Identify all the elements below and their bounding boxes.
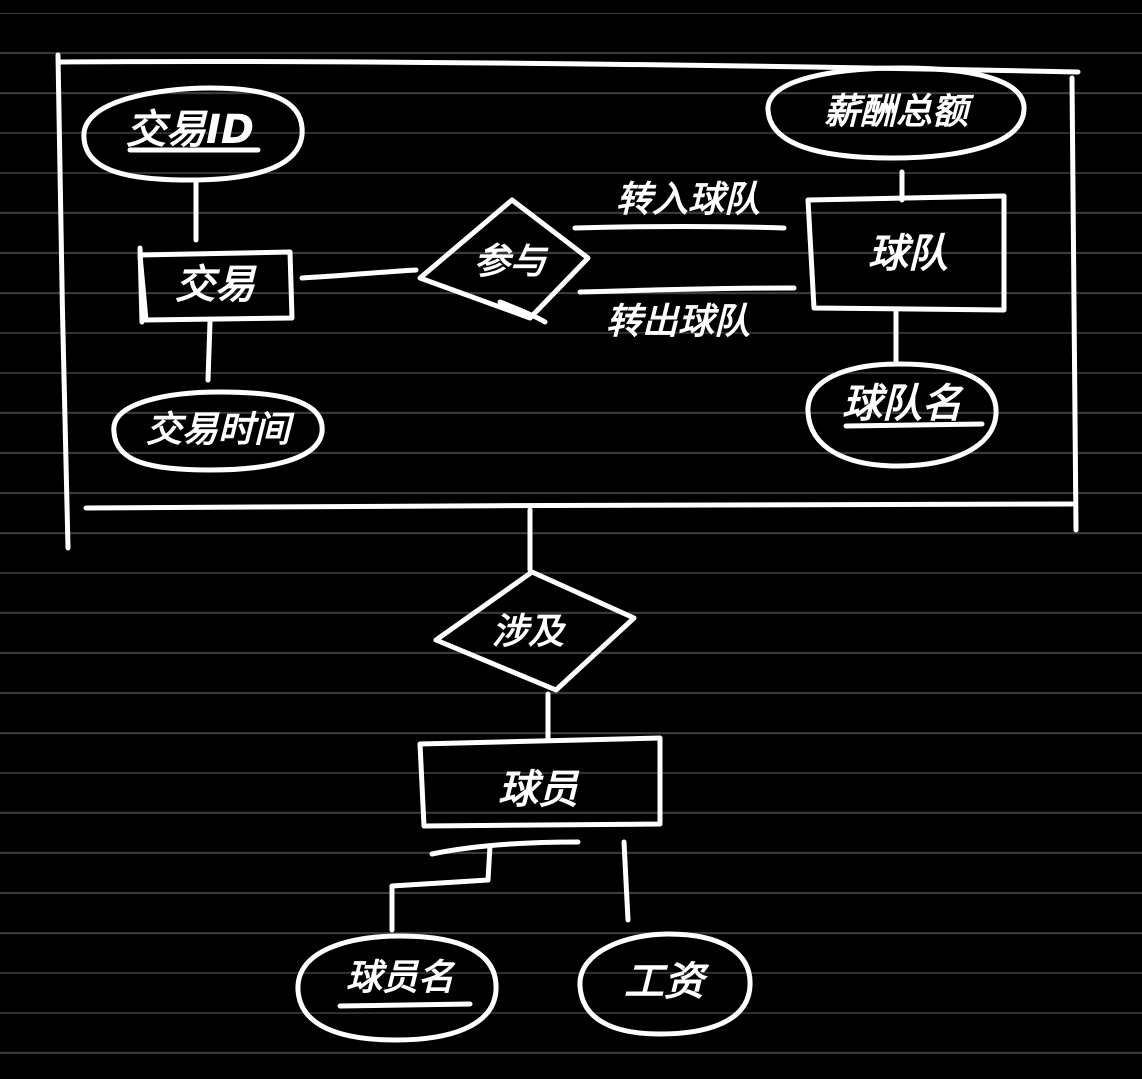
connector-player-playername	[389, 843, 493, 933]
salary-total-attribute: 薪酬总额	[765, 65, 1027, 161]
player-name-attribute: 球员名	[295, 933, 499, 1043]
involves-player-label: 涉及	[492, 612, 567, 653]
transfer-out-label: 转出球队	[606, 302, 750, 343]
involves-teams-relationship: 参与	[417, 197, 591, 325]
connector-top-bar	[429, 839, 581, 857]
connector-transaction-time	[205, 319, 213, 383]
salary-total-label: 薪酬总额	[824, 92, 975, 133]
team-entity: 球队	[805, 193, 1007, 313]
transfer-in-label: 转入球队	[616, 180, 760, 221]
team-name-label: 球队名	[842, 381, 964, 427]
player-entity-label: 球员	[498, 767, 580, 813]
connector-transfer-in	[572, 224, 787, 231]
connector-player-wage	[621, 839, 631, 923]
primary-key-underline	[843, 421, 985, 429]
involves-player-relationship: 涉及	[433, 569, 637, 693]
transaction-time-label: 交易时间	[146, 410, 295, 451]
wage-attribute: 工资	[577, 931, 753, 1037]
team-name-attribute: 球队名	[805, 361, 999, 469]
transaction-entity: 交易	[137, 245, 295, 325]
connector-transaction-involve	[299, 267, 419, 281]
wage-label: 工资	[624, 959, 710, 1005]
transaction-id-label: 交易ID	[126, 107, 254, 153]
involves-teams-label: 参与	[474, 242, 549, 283]
player-name-label: 球员名	[346, 958, 456, 999]
connector-transfer-out	[577, 285, 797, 295]
player-entity: 球员	[417, 735, 663, 829]
primary-key-underline	[337, 1001, 473, 1009]
team-entity-label: 球队	[868, 231, 948, 277]
transaction-id-attribute: 交易ID	[81, 85, 305, 183]
transaction-entity-label: 交易	[175, 262, 257, 308]
transaction-time-attribute: 交易时间	[111, 389, 325, 473]
